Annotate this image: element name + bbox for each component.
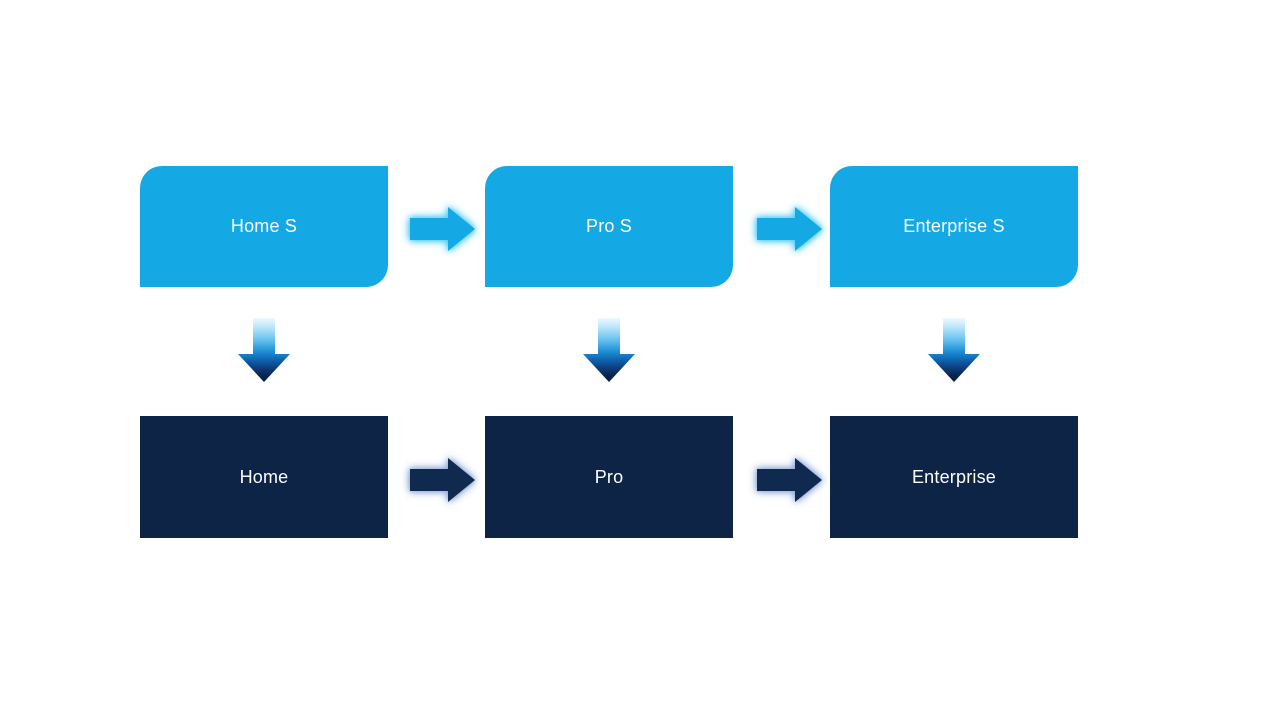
down-arrow-icon xyxy=(583,318,635,382)
node-label: Home xyxy=(239,466,289,487)
node-label: Pro xyxy=(594,466,624,487)
node-home-s: Home S xyxy=(140,166,388,287)
node-enterprise: Enterprise xyxy=(830,416,1078,538)
node-label: Enterprise xyxy=(911,466,997,487)
right-arrow-shape xyxy=(410,207,475,251)
right-arrow-shape xyxy=(757,207,822,251)
node-label: Home S xyxy=(230,216,298,236)
node-pro: Pro xyxy=(485,416,733,538)
down-arrow-icon xyxy=(238,318,290,382)
right-arrow-icon xyxy=(410,458,475,502)
down-arrow-shape xyxy=(583,318,635,382)
right-arrow-icon xyxy=(410,207,475,251)
node-label: Pro S xyxy=(585,216,633,236)
right-arrow-shape xyxy=(757,458,822,502)
right-arrow-icon xyxy=(757,458,822,502)
down-arrow-shape xyxy=(238,318,290,382)
down-arrow-icon xyxy=(928,318,980,382)
node-enterprise-s: Enterprise S xyxy=(830,166,1078,287)
right-arrow-shape xyxy=(410,458,475,502)
down-arrow-shape xyxy=(928,318,980,382)
node-label: Enterprise S xyxy=(903,216,1005,236)
node-home: Home xyxy=(140,416,388,538)
node-pro-s: Pro S xyxy=(485,166,733,287)
right-arrow-icon xyxy=(757,207,822,251)
